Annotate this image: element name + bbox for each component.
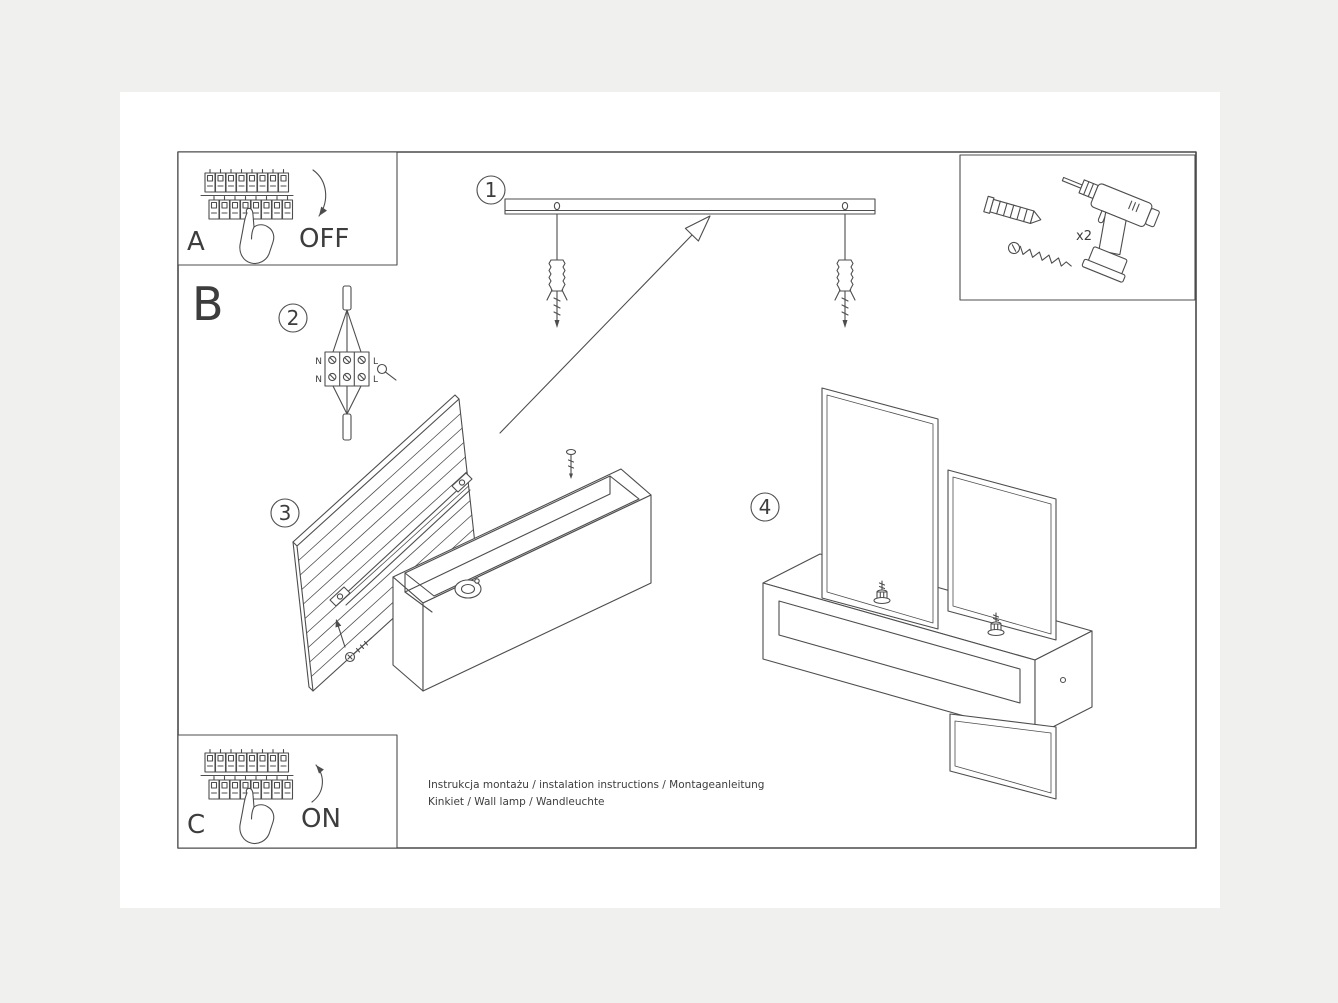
terminal-n-top-label: N: [315, 357, 322, 367]
lamp-socket: [454, 578, 482, 599]
drill-icon: [1061, 176, 1160, 283]
terminal-n-bottom-label: N: [315, 375, 322, 385]
step-1-badge: [476, 175, 506, 205]
step-3-number: 3: [279, 501, 292, 525]
instructions-title-line2: Kinkiet / Wall lamp / Wandleuchte: [428, 796, 605, 808]
step1-mounting-bar: 1: [476, 175, 876, 329]
wiring-diagram-icon: [324, 285, 397, 441]
lamp-body: [392, 468, 652, 692]
tools-frame: [959, 154, 1196, 301]
step-2-number: 2: [287, 306, 300, 330]
step2-wiring: 2 N L N L: [278, 285, 397, 441]
hand-icon: [239, 787, 275, 845]
wall-plug-icon: [983, 195, 1042, 225]
plate-hatching: [298, 413, 474, 677]
terminal-l-top-label: L: [373, 357, 378, 367]
power-off-step: A OFF: [177, 151, 398, 266]
step4-assembled-view: 4: [750, 387, 1093, 800]
step-c-label: C: [187, 810, 205, 840]
glass-panel-bottom: [949, 713, 1057, 800]
hand-icon: [239, 207, 275, 265]
step-a-label: A: [187, 227, 205, 257]
title-block: Instrukcja montażu / instalation instruc…: [428, 779, 764, 808]
tools-box: x2: [959, 154, 1196, 301]
glass-panel-front: [821, 387, 939, 630]
glass-panel-back: [947, 469, 1057, 641]
power-on-step: C ON: [177, 734, 398, 849]
step-4-number: 4: [759, 495, 772, 519]
on-arrow-icon: [311, 764, 324, 803]
callout-arrow: [499, 215, 711, 434]
step-3-badge: [270, 498, 300, 528]
off-arrow-icon: [312, 169, 327, 217]
screw-icon: [1007, 241, 1072, 267]
step3-exploded-view: 3: [270, 394, 652, 692]
mounting-rail: [329, 472, 473, 607]
mounting-bracket: [504, 198, 876, 215]
step-2-badge: [278, 303, 308, 333]
wood-back-plate: [292, 394, 476, 692]
terminal-l-bottom-label: L: [373, 375, 378, 385]
off-label: OFF: [299, 224, 349, 254]
step-1-number: 1: [485, 178, 498, 202]
on-label: ON: [301, 804, 341, 834]
instructions-title-line1: Instrukcja montażu / instalation instruc…: [428, 779, 764, 791]
anchor-quantity-label: x2: [1076, 229, 1092, 244]
fixing-screw-icon: [335, 619, 373, 663]
section-b-label: B: [192, 277, 224, 331]
rim-screw-icon: [565, 448, 577, 479]
step-4-badge: [750, 492, 780, 522]
